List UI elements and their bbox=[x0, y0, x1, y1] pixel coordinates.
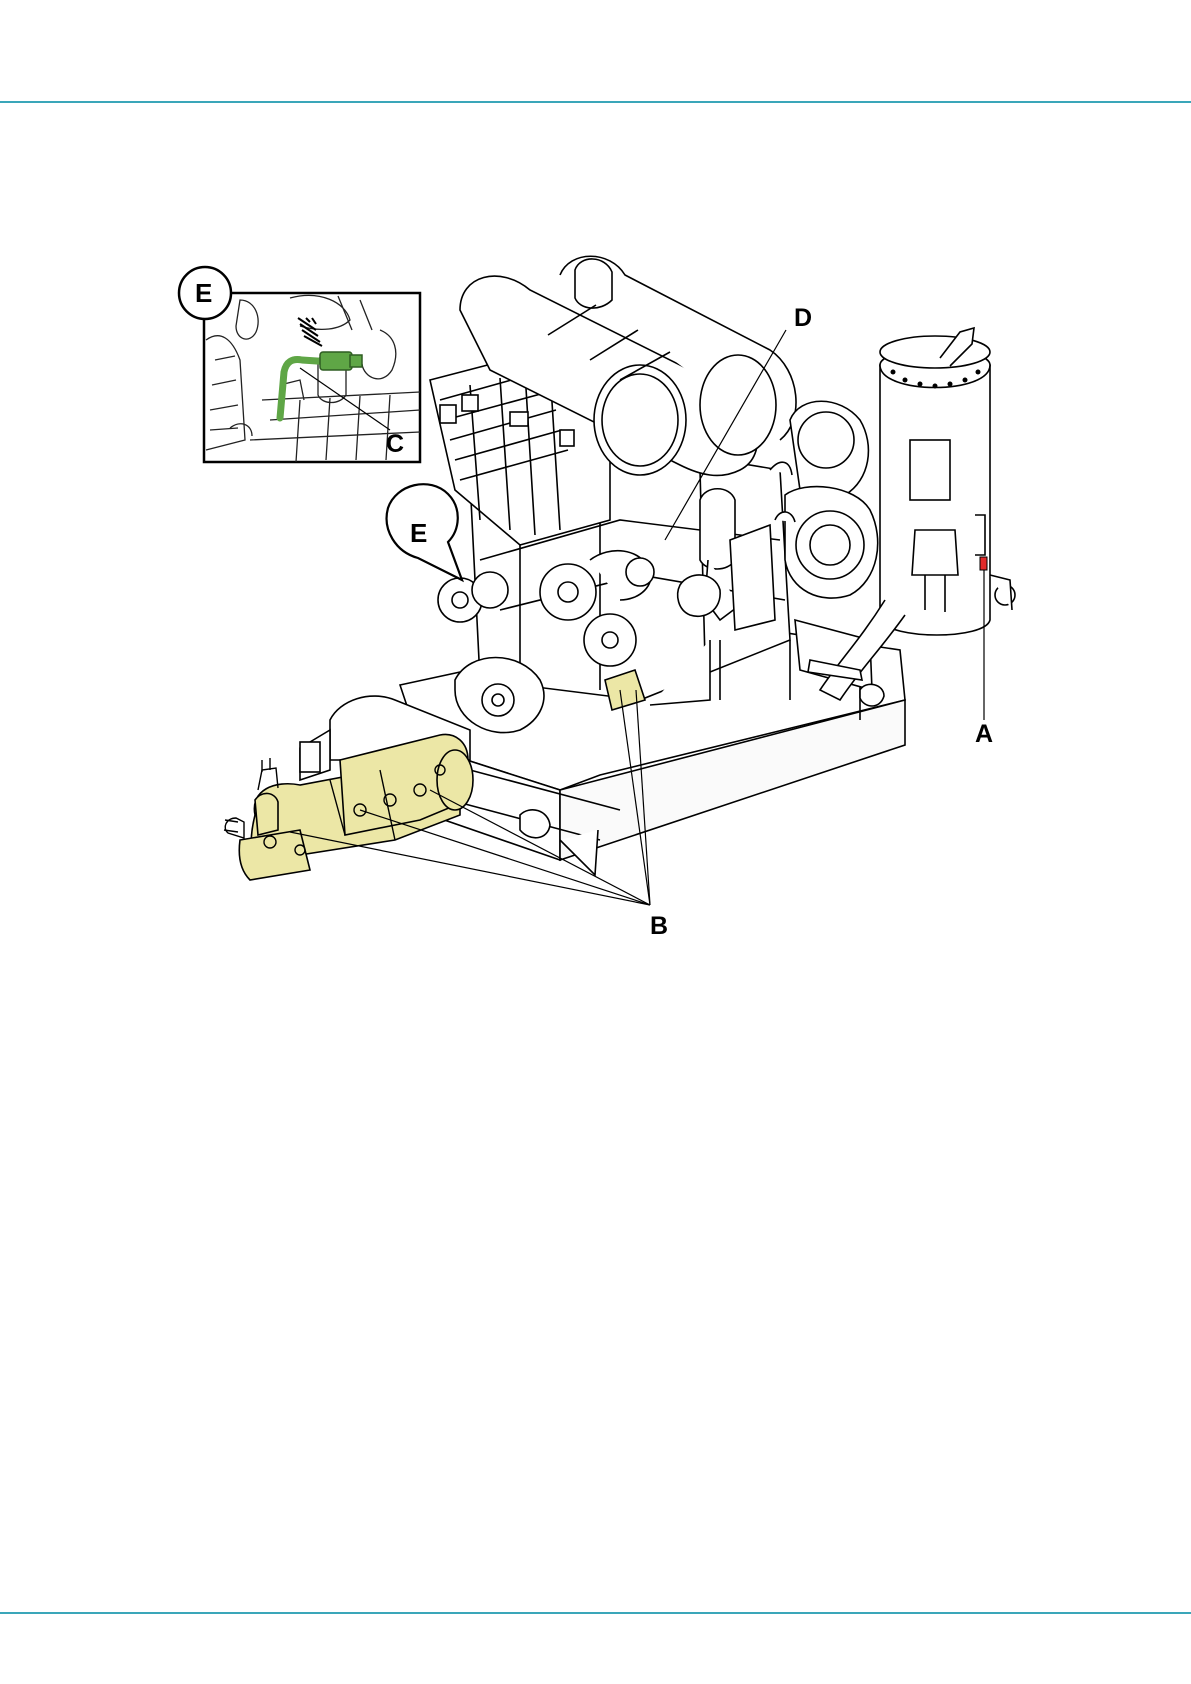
callout-c-label: C bbox=[386, 430, 404, 458]
callout-e-pointer-label: E bbox=[410, 518, 427, 548]
detail-inset-e: C bbox=[204, 293, 420, 462]
callout-b-label: B bbox=[650, 912, 668, 940]
callout-a-label: A bbox=[975, 720, 993, 748]
callout-d-label: D bbox=[794, 304, 812, 332]
callout-e-inset: E bbox=[179, 267, 231, 319]
indicator-a-highlight bbox=[980, 557, 987, 570]
callout-e-inset-label: E bbox=[195, 278, 212, 308]
callout-e-pointer: E bbox=[387, 484, 462, 580]
